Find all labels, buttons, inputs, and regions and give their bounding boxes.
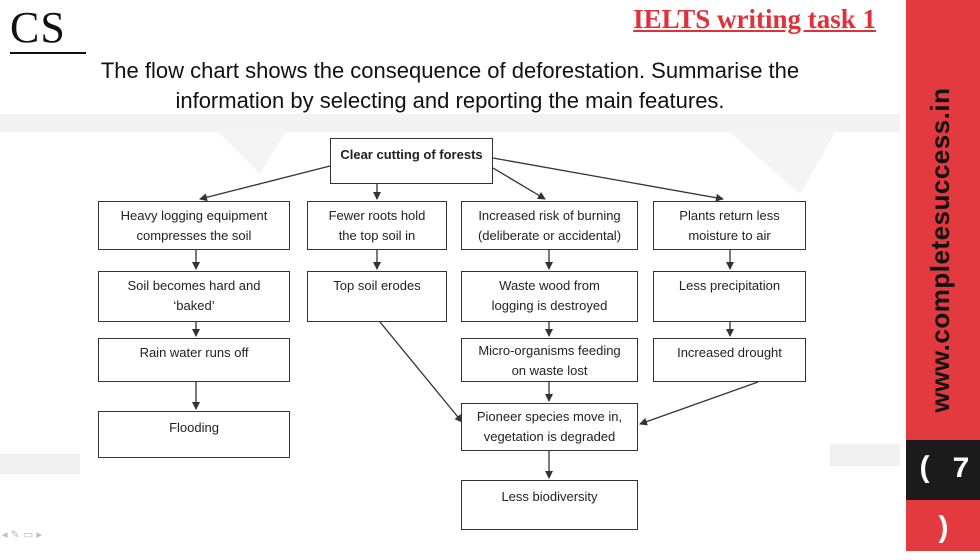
- prompt-line-1: The flow chart shows the consequence of …: [100, 58, 800, 83]
- box-fewer-roots: Fewer roots hold the top soil in: [307, 201, 447, 250]
- box-increased-drought: Increased drought: [653, 338, 806, 382]
- prompt-line-2: information by selecting and reporting t…: [175, 88, 725, 113]
- box-line: Soil becomes hard and: [127, 278, 261, 293]
- box-line: logging is destroyed: [491, 298, 608, 313]
- box-risk-of-burning: Increased risk of burning (deliberate or…: [461, 201, 638, 250]
- box-heavy-logging: Heavy logging equipment compresses the s…: [98, 201, 290, 250]
- box-line: (deliberate or accidental): [477, 228, 622, 243]
- box-plants-return-moisture: Plants return less moisture to air: [653, 201, 806, 250]
- box-line: compresses the soil: [136, 228, 252, 243]
- box-micro-organisms: Micro-organisms feeding on waste lost: [461, 338, 638, 382]
- next-slide-icon[interactable]: ▸: [36, 529, 42, 541]
- box-line: Less biodiversity: [501, 489, 598, 504]
- flowchart-connectors: [192, 157, 759, 479]
- box-line: ‘baked’: [173, 298, 215, 313]
- page-number: ( 7 ): [915, 453, 970, 547]
- box-flooding: Flooding: [98, 411, 290, 458]
- box-pioneer-species: Pioneer species move in, vegetation is d…: [461, 403, 638, 451]
- prev-slide-icon[interactable]: ◂: [2, 529, 8, 541]
- box-line: Pioneer species move in,: [476, 409, 623, 424]
- website-url: www.completesuccess.in: [925, 87, 955, 413]
- task-prompt: The flow chart shows the consequence of …: [40, 56, 860, 116]
- logo-underline: [10, 52, 86, 54]
- slide-nav-controls[interactable]: ◂ ✎ ▭ ▸: [2, 528, 42, 541]
- box-line: Increased risk of burning: [478, 208, 621, 223]
- box-rain-runs-off: Rain water runs off: [98, 338, 290, 382]
- pen-icon[interactable]: ✎: [10, 529, 20, 541]
- box-line: vegetation is degraded: [483, 429, 616, 444]
- page-number-strip: [906, 440, 980, 500]
- box-line: the top soil in: [338, 228, 416, 243]
- box-line: moisture to air: [688, 228, 771, 243]
- box-soil-hard: Soil becomes hard and ‘baked’: [98, 271, 290, 322]
- box-line: Increased drought: [677, 345, 782, 360]
- box-line: Waste wood from: [499, 278, 600, 293]
- box-line: Micro-organisms feeding: [478, 343, 621, 358]
- box-line: Plants return less: [679, 208, 780, 223]
- box-line: on waste lost: [511, 363, 588, 378]
- box-line: Heavy logging equipment: [120, 208, 268, 223]
- box-line: Less precipitation: [678, 278, 781, 293]
- box-line: Fewer roots hold: [328, 208, 426, 223]
- box-top-soil-erodes: Top soil erodes: [307, 271, 447, 322]
- box-line: Clear cutting of forests: [340, 147, 483, 162]
- page-title: IELTS writing task 1: [633, 4, 876, 34]
- box-less-biodiversity: Less biodiversity: [461, 480, 638, 530]
- box-clear-cutting: Clear cutting of forests: [330, 138, 493, 184]
- box-less-precipitation: Less precipitation: [653, 271, 806, 322]
- box-line: Top soil erodes: [333, 278, 421, 293]
- menu-icon[interactable]: ▭: [22, 529, 34, 541]
- box-line: Flooding: [169, 420, 219, 435]
- box-line: Rain water runs off: [139, 345, 249, 360]
- box-waste-wood: Waste wood from logging is destroyed: [461, 271, 638, 322]
- cs-logo: CS: [10, 3, 66, 52]
